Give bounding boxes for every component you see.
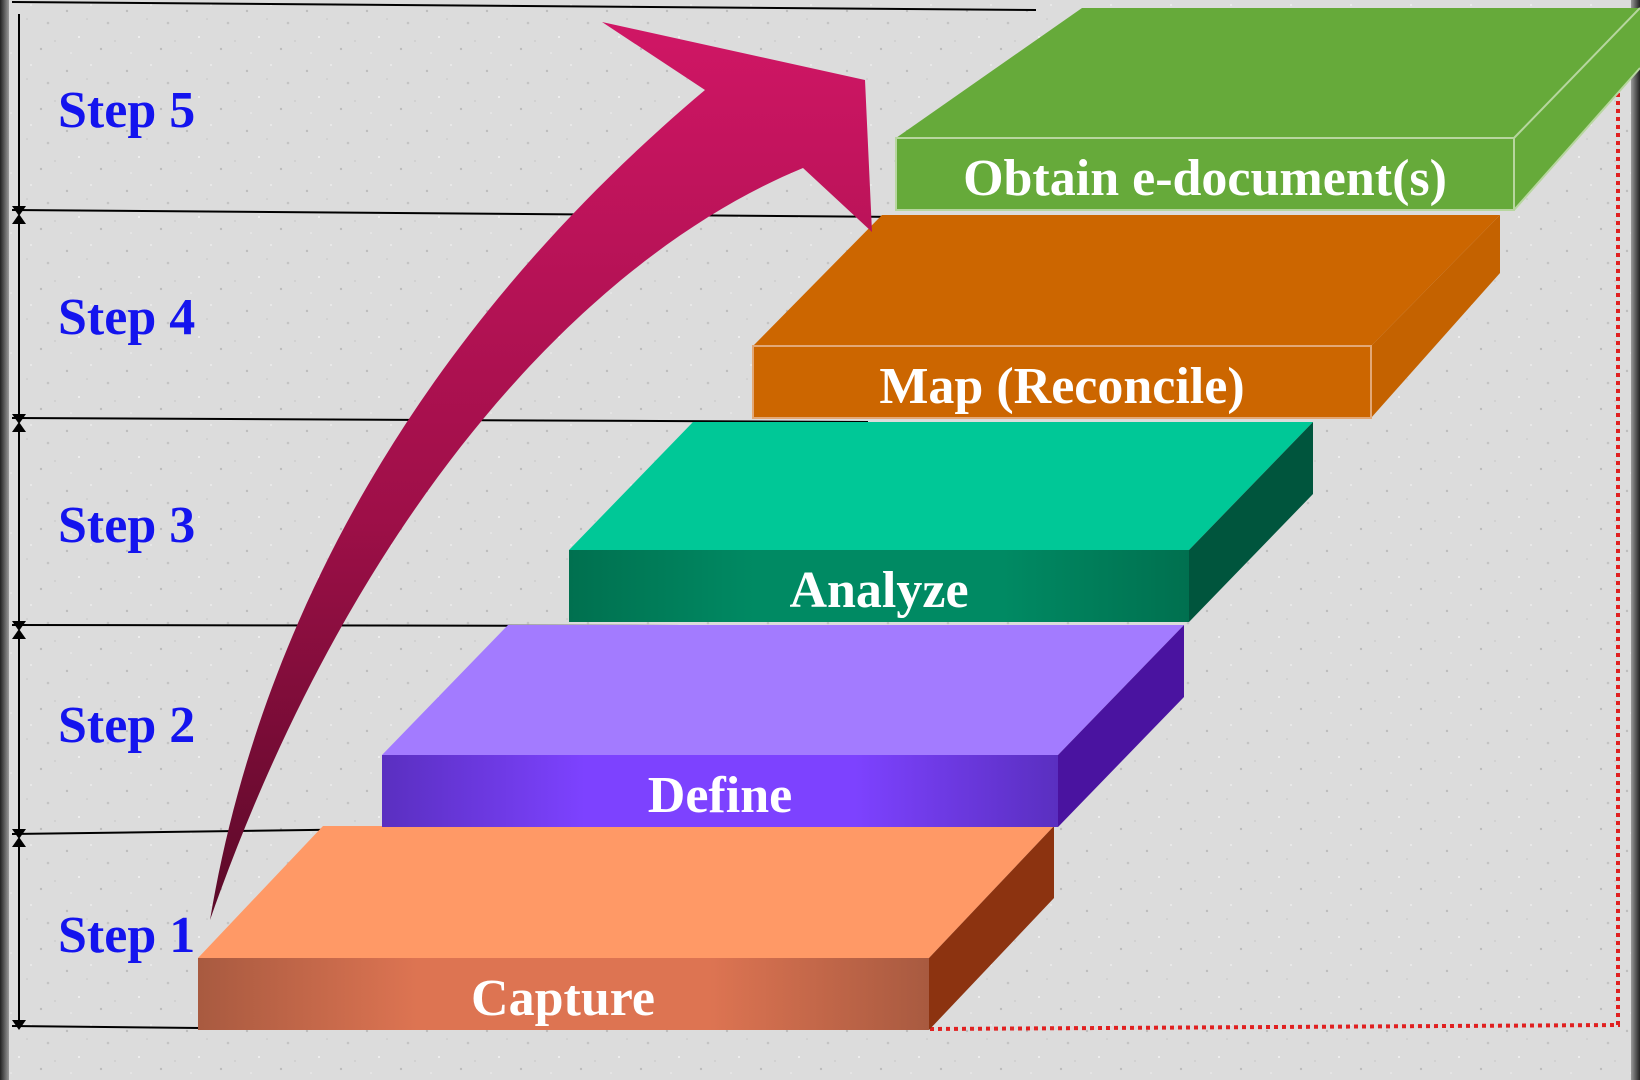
stair-define: Define <box>382 625 1184 827</box>
guide-line-1 <box>11 1025 201 1029</box>
stair-top <box>896 8 1640 138</box>
stair-front <box>198 958 929 1030</box>
stair-label-obtain: Obtain e-document(s) <box>963 150 1447 207</box>
step-label-1: Step 1 <box>58 907 196 964</box>
stair-analyze: Analyze <box>569 422 1313 622</box>
right-frame-edge <box>1631 0 1640 1080</box>
step-label-4: Step 4 <box>58 289 196 346</box>
stair-side <box>1058 625 1184 827</box>
stair-obtain: Obtain e-document(s) <box>895 7 1640 211</box>
stair-label-map: Map (Reconcile) <box>879 358 1244 415</box>
stair-side <box>1189 422 1313 622</box>
stair-label-analyze: Analyze <box>789 562 968 619</box>
stair-side <box>929 826 1054 1030</box>
stair-front <box>382 755 1058 827</box>
stair-front <box>569 550 1189 622</box>
stair-top <box>753 215 1500 346</box>
stair-side <box>1514 8 1640 210</box>
curved-progress-arrow <box>210 22 872 920</box>
stair-front <box>895 137 1515 211</box>
guide-line-top <box>11 1 1037 11</box>
stair-front <box>752 345 1372 419</box>
step-label-5: Step 5 <box>58 82 196 139</box>
stair-top <box>382 625 1184 755</box>
stair-side <box>1371 215 1500 418</box>
step-label-2: Step 2 <box>58 697 196 754</box>
stair-label-capture: Capture <box>471 970 655 1027</box>
stair-capture: Capture <box>198 826 1054 1030</box>
dotted-connector-line <box>929 92 1620 1031</box>
step-label-3: Step 3 <box>58 497 196 554</box>
left-frame-edge <box>0 0 9 1080</box>
stair-map: Map (Reconcile) <box>752 215 1500 419</box>
dimension-arrows <box>12 14 26 1030</box>
stair-top <box>569 422 1313 550</box>
stair-top <box>198 826 1054 958</box>
stair-label-define: Define <box>648 767 792 824</box>
